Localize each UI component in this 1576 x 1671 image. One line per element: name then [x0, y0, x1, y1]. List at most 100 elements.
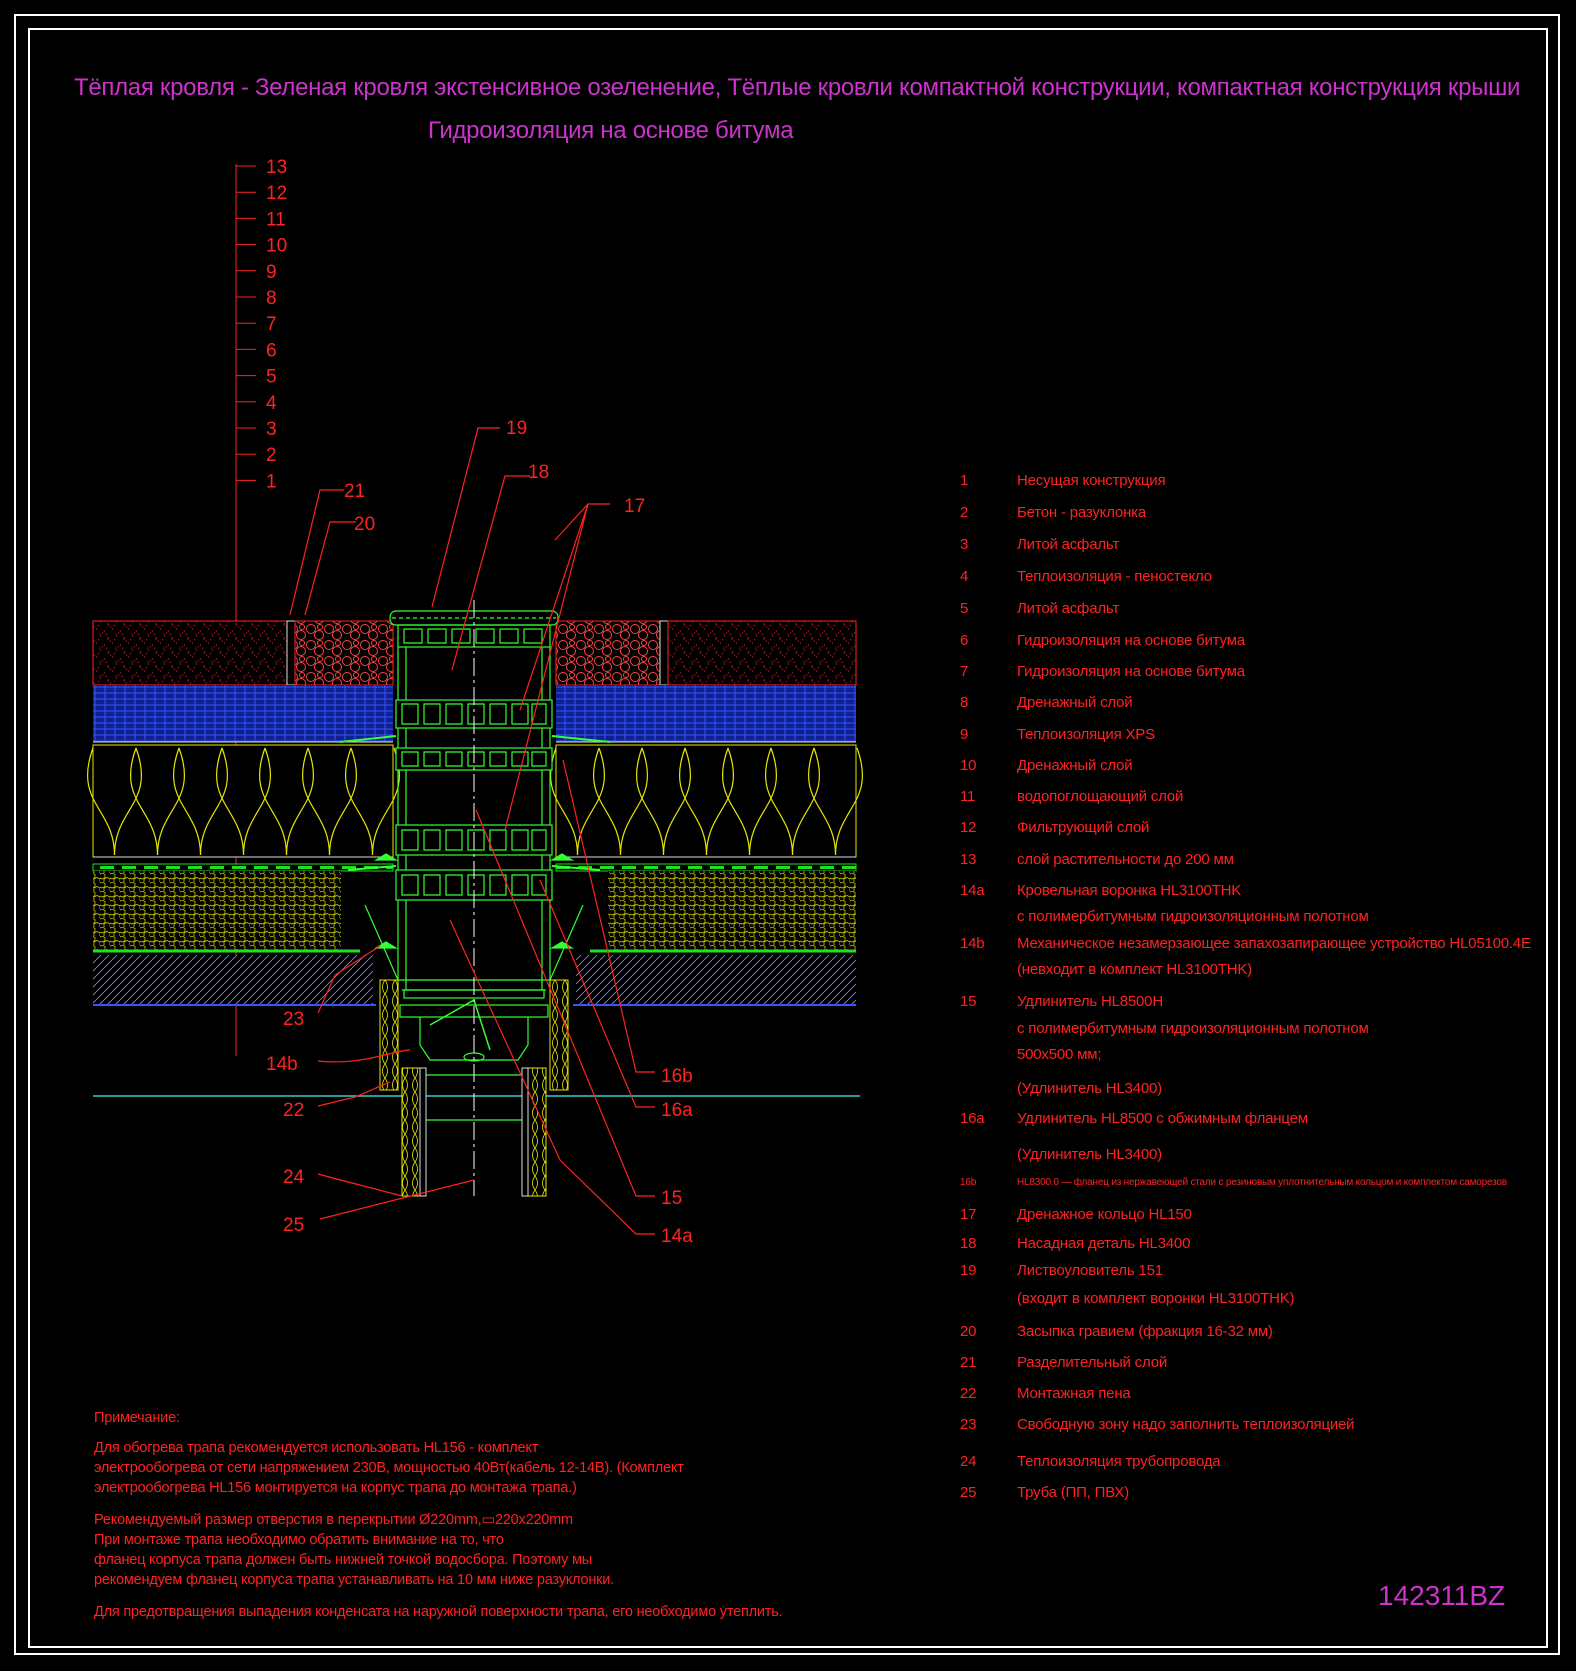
- note-line: электрообогрева от сети напряжением 230В…: [94, 1460, 684, 1476]
- legend-number: 13: [960, 851, 977, 868]
- legend-number: 21: [960, 1354, 977, 1371]
- note-line: Для обогрева трапа рекомендуется использ…: [94, 1440, 539, 1456]
- scale-label: 11: [266, 209, 286, 230]
- callout-labels: 19 18 17 21 20 23 14b 22 24 25 16b 16a 1…: [266, 418, 693, 1247]
- callout-14a: 14a: [661, 1226, 693, 1247]
- callout-21: 21: [344, 481, 365, 502]
- scale-label: 5: [266, 367, 277, 388]
- callout-16a: 16a: [661, 1100, 693, 1121]
- scale-label: 10: [266, 236, 287, 257]
- legend-number: 4: [960, 568, 969, 585]
- drawing-subtitle: Гидроизоляция на основе битума: [428, 117, 794, 144]
- callout-18: 18: [528, 462, 549, 483]
- legend-text: слой растительности до 200 мм: [1017, 851, 1234, 868]
- legend-number: 5: [960, 600, 969, 617]
- scale-label: 9: [266, 262, 277, 283]
- legend-text: Дренажный слой: [1017, 757, 1133, 774]
- legend-number: 2: [960, 504, 969, 521]
- scale-label: 3: [266, 419, 277, 440]
- legend-text: HL8300.0 — фланец из нержавеющей стали с…: [1017, 1177, 1507, 1188]
- callout-16b: 16b: [661, 1066, 693, 1087]
- legend-number: 7: [960, 663, 969, 680]
- legend-text: Механическое незамерзающее запахозапираю…: [1017, 935, 1531, 952]
- legend-number: 11: [960, 788, 976, 805]
- legend-text: Монтажная пена: [1017, 1385, 1131, 1402]
- legend-number: 16a: [960, 1110, 985, 1127]
- outer-frame: [14, 14, 1560, 1655]
- legend-text: Теплоизоляция XPS: [1017, 726, 1155, 743]
- legend-text: (Удлинитель HL3400): [1017, 1080, 1162, 1097]
- drawing-code: 142311BZ: [1378, 1580, 1506, 1611]
- legend-text: Удлинитель HL8500H: [1017, 993, 1163, 1010]
- legend-text: Гидроизоляция на основе битума: [1017, 632, 1245, 649]
- callout-14b: 14b: [266, 1054, 298, 1075]
- legend-number: 16b: [960, 1177, 977, 1188]
- legend-text: Листвоуловитель 151: [1017, 1262, 1163, 1279]
- legend-text: водопоглощающий слой: [1017, 788, 1184, 805]
- legend-text: с полимербитумным гидроизоляционным поло…: [1017, 1020, 1369, 1037]
- scale-label: 4: [266, 393, 277, 414]
- legend-number: 22: [960, 1385, 977, 1402]
- legend-number: 14a: [960, 882, 985, 899]
- legend-text: (входит в комплект воронки HL3100THK): [1017, 1290, 1295, 1307]
- legend-number: 20: [960, 1323, 977, 1340]
- callout-25: 25: [283, 1215, 304, 1236]
- note-line: электрообогрева HL156 монтируется на кор…: [94, 1480, 577, 1496]
- legend-text: с полимербитумным гидроизоляционным поло…: [1017, 908, 1369, 925]
- callout-19: 19: [506, 418, 527, 439]
- legend-text: Бетон - разуклонка: [1017, 504, 1146, 521]
- callout-22: 22: [283, 1100, 304, 1121]
- scale-label: 13: [266, 157, 287, 178]
- legend-number: 10: [960, 757, 977, 774]
- legend-text: Насадная деталь HL3400: [1017, 1235, 1191, 1252]
- legend-text: Удлинитель HL8500 с обжимным фланцем: [1017, 1110, 1308, 1127]
- roof-layers-left: [87, 620, 860, 1097]
- legend-number: 1: [960, 472, 969, 489]
- legend-number: 3: [960, 536, 969, 553]
- legend-text: Засыпка гравием (фракция 16-32 мм): [1017, 1323, 1273, 1340]
- callout-20: 20: [354, 514, 375, 535]
- callout-15: 15: [661, 1188, 682, 1209]
- legend-text: Труба (ПП, ПВХ): [1017, 1484, 1129, 1501]
- legend-number: 24: [960, 1453, 977, 1470]
- note-line: При монтаже трапа необходимо обратить вн…: [94, 1532, 504, 1548]
- notes-heading: Примечание:: [94, 1410, 180, 1426]
- legend-number: 23: [960, 1416, 977, 1433]
- legend-text: Разделительный слой: [1017, 1354, 1168, 1371]
- note-line: Для предотвращения выпадения конденсата …: [94, 1604, 783, 1620]
- legend-text: Дренажное кольцо HL150: [1017, 1206, 1192, 1223]
- callout-17: 17: [624, 496, 645, 517]
- legend-text: Дренажный слой: [1017, 694, 1133, 711]
- note-line: рекомендуем фланец корпуса трапа устанав…: [94, 1572, 615, 1588]
- legend-text: Кровельная воронка HL3100THK: [1017, 882, 1242, 899]
- note-line: фланец корпуса трапа должен быть нижней …: [94, 1552, 592, 1568]
- legend-number: 8: [960, 694, 969, 711]
- legend-text: (невходит в комплект HL3100THK): [1017, 961, 1252, 978]
- scale-label: 7: [266, 314, 277, 335]
- scale-label: 1: [266, 471, 277, 492]
- legend-number: 18: [960, 1235, 977, 1252]
- legend-number: 9: [960, 726, 969, 743]
- scale-label: 8: [266, 288, 277, 309]
- legend-text: Литой асфальт: [1017, 536, 1120, 553]
- roof-layers-right: [550, 620, 863, 1006]
- legend-number: 19: [960, 1262, 977, 1279]
- legend-text: Литой асфальт: [1017, 600, 1120, 617]
- legend-text: 500х500 мм;: [1017, 1046, 1102, 1063]
- leader-lines: [289, 427, 655, 1235]
- legend-text: Теплоизоляция - пеностекло: [1017, 568, 1212, 585]
- drawing-title: Тёплая кровля - Зеленая кровля экстенсив…: [74, 74, 1521, 101]
- legend-text: Свободную зону надо заполнить теплоизоля…: [1017, 1416, 1355, 1433]
- scale-label: 2: [266, 445, 277, 466]
- inner-frame: [28, 28, 1548, 1648]
- legend-number: 6: [960, 632, 969, 649]
- callout-23: 23: [283, 1009, 304, 1030]
- legend-text: Гидроизоляция на основе битума: [1017, 663, 1245, 680]
- legend-number: 12: [960, 819, 977, 836]
- callout-24: 24: [283, 1167, 305, 1188]
- legend-text: (Удлинитель HL3400): [1017, 1146, 1162, 1163]
- legend-number: 17: [960, 1206, 977, 1223]
- scale-label: 6: [266, 340, 277, 361]
